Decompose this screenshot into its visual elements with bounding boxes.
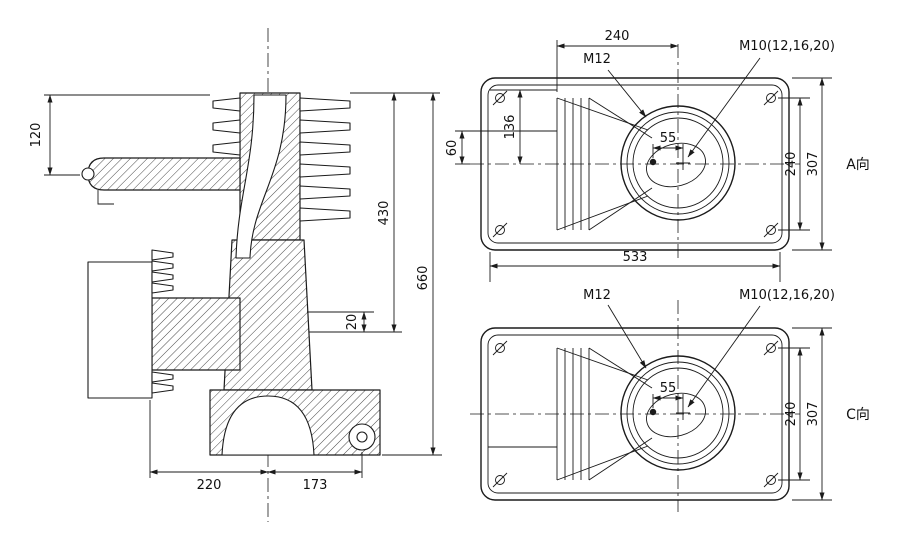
bell-cavity: [221, 395, 315, 456]
section-dimensions: 120 430 20 660 220 173: [29, 92, 442, 493]
thread-m12-label: M12: [583, 288, 611, 303]
terminal-box: [87, 261, 153, 399]
inner-bore: [235, 94, 287, 259]
view-a: 240 M12 M10(12,16,20) 136 60 55 240 307: [445, 29, 870, 262]
dim-533-label: 533: [623, 250, 648, 265]
dim-55-label: 55: [660, 381, 677, 396]
dim-307-label: 307: [806, 152, 821, 177]
insulator-sheds-right: [299, 97, 351, 222]
between-views-dimension: 533: [489, 250, 781, 282]
view-a-corner-holes: [492, 90, 779, 238]
view-a-dimensions: 240 M12 M10(12,16,20) 136 60 55 240 307: [445, 29, 870, 251]
view-c: M12 M10(12,16,20) 55 240 307 C向: [470, 288, 870, 512]
view-a-flange-circles: [620, 105, 736, 221]
arm-hook: [97, 190, 114, 205]
thread-m10-label: M10(12,16,20): [739, 288, 835, 303]
m10-hole-cross: [676, 156, 690, 170]
terminal-plug: [151, 297, 241, 371]
insulator-sheds-left: [212, 97, 241, 156]
thread-m12-label: M12: [583, 52, 611, 67]
dim-240-right-label: 240: [784, 402, 799, 427]
dim-136-label: 136: [503, 115, 518, 140]
terminal-sheds: [151, 249, 174, 394]
dim-173-label: 173: [303, 478, 328, 493]
dim-120-label: 120: [29, 123, 44, 148]
view-c-dimensions: M12 M10(12,16,20) 55 240 307 C向: [583, 288, 870, 501]
dim-220-label: 220: [197, 478, 222, 493]
arm-end-hole: [81, 167, 95, 181]
section-view: [81, 28, 381, 522]
m12-hole: [649, 408, 657, 416]
dim-240-right-label: 240: [784, 152, 799, 177]
dim-240-top-label: 240: [605, 29, 630, 44]
view-a-rib-fan: [488, 89, 653, 231]
dim-60-label: 60: [445, 140, 460, 157]
view-c-direction-label: C向: [846, 407, 870, 423]
dim-307-label: 307: [806, 402, 821, 427]
dim-660-label: 660: [416, 266, 431, 291]
top-arm: [87, 157, 241, 191]
base-boss-inner: [356, 431, 368, 443]
view-c-flange-circles: [620, 355, 736, 471]
m12-hole: [649, 158, 657, 166]
dim-20-label: 20: [345, 314, 360, 331]
view-c-corner-holes: [492, 340, 779, 488]
dim-430-label: 430: [377, 201, 392, 226]
thread-m10-label: M10(12,16,20): [739, 39, 835, 54]
view-a-direction-label: A向: [846, 157, 870, 173]
dim-55-label: 55: [660, 131, 677, 146]
view-c-rib-fan: [488, 347, 653, 481]
m10-hole-cross: [676, 406, 690, 420]
